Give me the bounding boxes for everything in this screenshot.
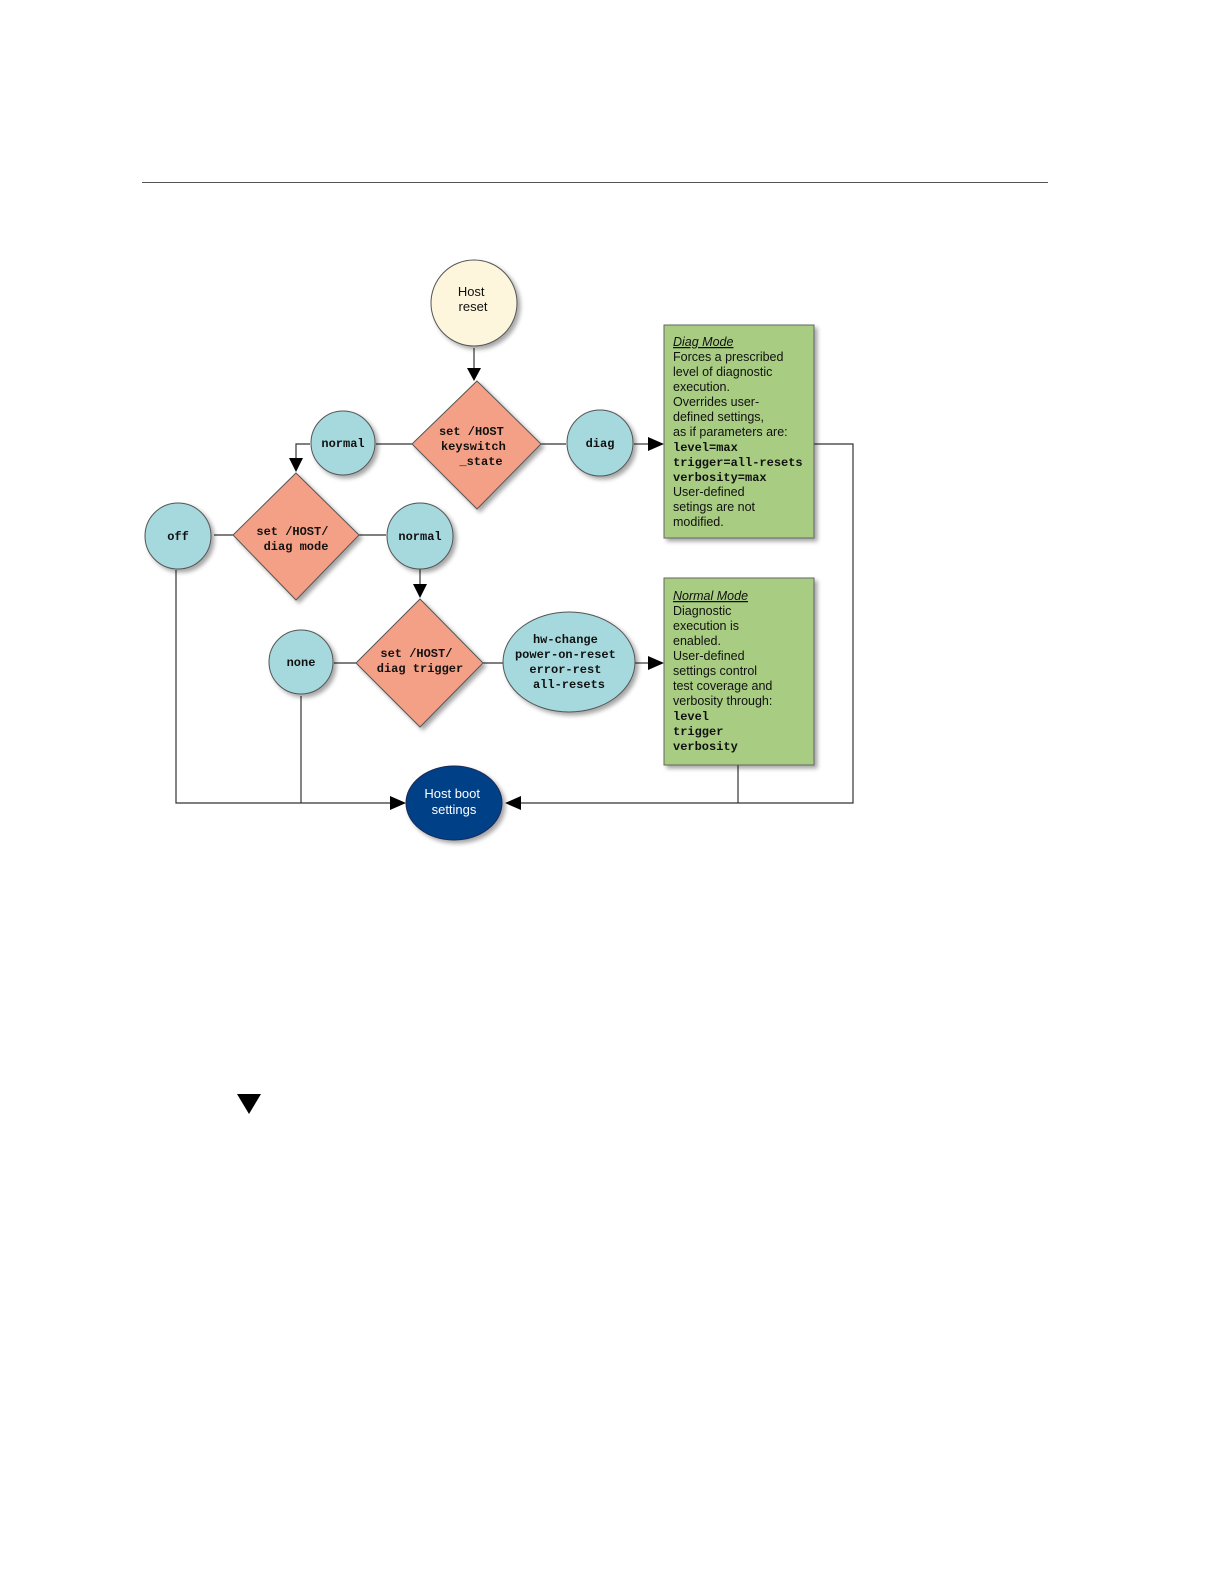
note-line: enabled.	[673, 634, 721, 648]
note-line: trigger=all-resets	[673, 456, 803, 470]
note-title: Normal Mode	[673, 589, 748, 603]
mode-normal-label: normal	[398, 530, 441, 544]
diag-mode-line1: set /HOST/	[256, 525, 328, 539]
note-line: User-defined	[673, 485, 745, 499]
arrow-to-keyswitch	[467, 368, 481, 381]
host-reset-node: Host reset	[430, 259, 518, 347]
note-line: as if parameters are:	[673, 425, 788, 439]
svg-text:hw-change power-on-reset: hw-change power-on-reset error-rest all-…	[515, 633, 623, 692]
arrow-to-boot-left	[390, 796, 406, 810]
svg-text:set /HOST keyswitch: set /HOST keyswitch _state	[439, 425, 513, 469]
mode-normal-option: normal	[386, 502, 454, 570]
trigger-value-1: hw-change	[533, 633, 598, 647]
connectors	[175, 348, 854, 804]
note-line: level	[673, 710, 709, 724]
keyswitch-line1: set /HOST	[439, 425, 504, 439]
svg-text:Host reset: Host reset	[458, 284, 488, 314]
diag-trigger-line1: set /HOST/	[380, 647, 452, 661]
note-line: test coverage and	[673, 679, 772, 693]
note-line: level of diagnostic	[673, 365, 772, 379]
host-boot-line1: Host boot	[424, 786, 480, 801]
diag-trigger-line2: diag trigger	[377, 662, 463, 676]
mode-off-option: off	[144, 502, 212, 570]
note-line: verbosity	[673, 740, 738, 754]
keyswitch-decision: set /HOST keyswitch _state	[411, 380, 542, 510]
keyswitch-normal-option: normal	[310, 410, 376, 476]
host-reset-line2: reset	[459, 299, 488, 314]
diag-trigger-decision: set /HOST/ diag trigger	[355, 598, 484, 728]
arrow-to-boot-right	[505, 796, 521, 810]
host-boot-line2: settings	[432, 802, 477, 817]
note-line: execution is	[673, 619, 739, 633]
note-line: User-defined	[673, 649, 745, 663]
svg-text:set /HOST/ diag trigger: set /HOST/ diag trigger	[377, 647, 463, 676]
keyswitch-line3: _state	[458, 455, 502, 469]
mode-off-label: off	[167, 530, 189, 544]
header-rule	[142, 182, 1048, 183]
note-line: trigger	[673, 725, 723, 739]
arrow-to-diag-mode	[289, 458, 303, 472]
note-line: execution.	[673, 380, 730, 394]
note-line: Overrides user-	[673, 395, 759, 409]
diag-mode-line2: diag mode	[264, 540, 329, 554]
keyswitch-diag-label: diag	[586, 437, 615, 451]
note-line: Forces a prescribed	[673, 350, 784, 364]
trigger-none-option: none	[268, 629, 334, 695]
trigger-values-option: hw-change power-on-reset error-rest all-…	[502, 611, 636, 713]
note-line: verbosity=max	[673, 471, 767, 485]
trigger-value-2: power-on-reset	[515, 648, 616, 662]
arrow-to-diag-note	[648, 437, 664, 451]
trigger-value-3: error-rest	[529, 663, 601, 677]
svg-text:Host boot settings: Host boot settings	[424, 786, 483, 817]
note-line: Diagnostic	[673, 604, 731, 618]
note-line: modified.	[673, 515, 724, 529]
down-triangle-marker-icon	[237, 1094, 261, 1114]
host-boot-node: Host boot settings	[405, 765, 503, 841]
note-line: defined settings,	[673, 410, 764, 424]
keyswitch-line2: keyswitch	[441, 440, 506, 454]
note-line: setings are not	[673, 500, 756, 514]
svg-text:set /HOST/ diag mode: set /HOST/ diag mode	[256, 525, 335, 554]
trigger-none-label: none	[287, 656, 316, 670]
trigger-value-4: all-resets	[533, 678, 605, 692]
note-line: level=max	[673, 441, 738, 455]
arrow-to-normal-note	[648, 656, 664, 670]
keyswitch-diag-option: diag	[566, 409, 634, 477]
keyswitch-normal-label: normal	[321, 437, 364, 451]
diag-mode-decision: set /HOST/ diag mode	[232, 472, 360, 601]
note-line: verbosity through:	[673, 694, 772, 708]
note-line: settings control	[673, 664, 757, 678]
host-reset-line1: Host	[458, 284, 485, 299]
note-title: Diag Mode	[673, 335, 733, 349]
arrow-to-diag-trigger	[413, 584, 427, 598]
arrowheads	[289, 368, 664, 810]
